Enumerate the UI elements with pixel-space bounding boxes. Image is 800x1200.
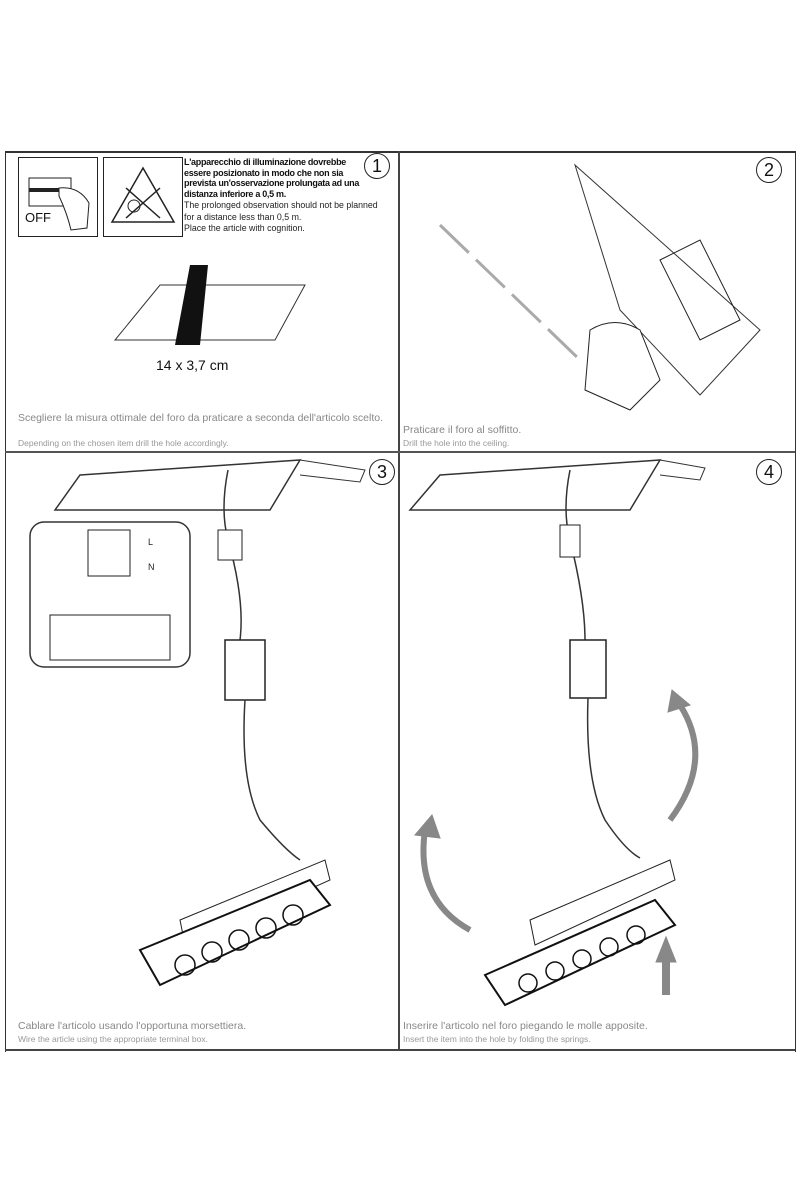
horizontal-divider	[5, 451, 795, 453]
step-4-caption-italian: Inserire l'articolo nel foro piegando le…	[403, 1020, 648, 1032]
warning-en-line-2: Place the article with cognition.	[184, 223, 305, 233]
step-3-caption-english: Wire the article using the appropriate t…	[18, 1034, 208, 1044]
push-up-arrow	[655, 935, 677, 995]
step-1-caption-english: Depending on the chosen item drill the h…	[18, 438, 229, 448]
fold-arrow-left	[414, 814, 472, 933]
step-2-caption-italian: Praticare il foro al soffitto.	[403, 424, 522, 436]
warning-text-italian: L'apparecchio di illuminazione dovrebbe …	[184, 157, 360, 199]
step-2-caption-english: Drill the hole into the ceiling.	[403, 438, 510, 448]
vertical-divider	[398, 151, 400, 1050]
step-1-caption-italian: Scegliere la misura ottimale del foro da…	[18, 412, 384, 424]
off-label: OFF	[25, 210, 51, 225]
step-4-caption-english: Insert the item into the hole by folding…	[403, 1034, 591, 1044]
step-number-2: 2	[756, 157, 782, 183]
no-direct-view-warning-icon	[103, 157, 183, 237]
instruction-sheet-frame	[5, 151, 796, 1052]
fold-arrow-right	[667, 689, 699, 822]
insertion-illustration	[408, 459, 706, 1007]
hole-dimension: 14 x 3,7 cm	[156, 357, 229, 373]
drilling-illustration	[438, 163, 761, 411]
terminal-label-l: L	[148, 537, 153, 547]
wiring-illustration: L N	[29, 459, 366, 987]
bottom-divider	[5, 1049, 795, 1051]
ceiling-cut-illustration	[113, 265, 306, 345]
warning-en-line-1: The prolonged observation should not be …	[184, 200, 378, 222]
step-3-caption-italian: Cablare l'articolo usando l'opportuna mo…	[18, 1020, 247, 1032]
step-number-4: 4	[756, 459, 782, 485]
step-number-3: 3	[369, 459, 395, 485]
step-number-1: 1	[364, 153, 390, 179]
warning-text-english: The prolonged observation should not be …	[184, 200, 384, 235]
terminal-label-n: N	[148, 562, 155, 572]
power-off-icon: OFF	[18, 157, 98, 237]
